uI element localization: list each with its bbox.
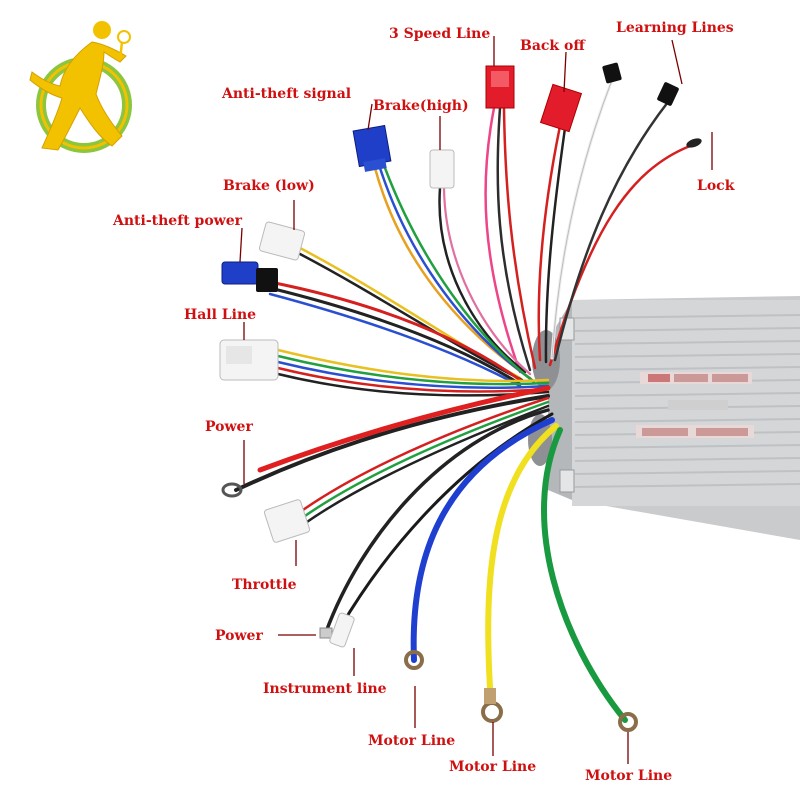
- label-power-bottom: Power: [215, 628, 263, 644]
- label-motor-line-3: Motor Line: [585, 768, 672, 784]
- leader-lines: [239, 36, 713, 764]
- label-motor-line-2: Motor Line: [449, 759, 536, 775]
- label-power-top: Power: [205, 419, 253, 435]
- label-anti-theft-signal: Anti-theft signal: [221, 86, 351, 102]
- label-anti-theft-power: Anti-theft power: [112, 213, 243, 229]
- label-motor-line-1: Motor Line: [368, 733, 455, 749]
- label-learning-lines: Learning Lines: [616, 20, 734, 36]
- badminton-player-logo: [29, 21, 132, 153]
- label-hall-line: Hall Line: [184, 307, 256, 323]
- label-brake-low: Brake (low): [223, 178, 315, 194]
- wires: [234, 78, 692, 723]
- controller-box: [528, 296, 800, 540]
- label-throttle: Throttle: [232, 577, 297, 593]
- label-brake-high: Brake(high): [373, 98, 469, 114]
- labels: 3 Speed Line Back off Learning Lines Ant…: [112, 20, 735, 784]
- label-lock: Lock: [697, 178, 735, 194]
- label-3-speed-line: 3 Speed Line: [389, 26, 490, 42]
- label-back-off: Back off: [520, 38, 586, 54]
- connectors: [219, 62, 702, 732]
- label-instrument-line: Instrument line: [263, 681, 387, 697]
